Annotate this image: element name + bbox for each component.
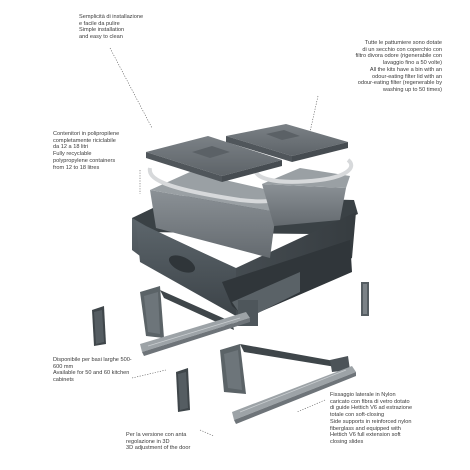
right-door-bracket [176, 368, 190, 412]
left-door-bracket [92, 306, 106, 346]
note-install: Semplicità di installazione e facile da … [79, 14, 144, 41]
leader-door [199, 429, 215, 437]
note-lids: Tutte le pattumiere sono dotate di un se… [355, 40, 442, 93]
lid-handle [266, 130, 300, 140]
note-supports: Fissaggio laterale in Nylon caricato con… [330, 392, 413, 445]
handle-slot [168, 255, 196, 273]
leader-supports [296, 399, 326, 413]
left-side-bracket [140, 286, 234, 338]
leader-bases [131, 369, 167, 379]
leader-install [109, 47, 153, 129]
left-slide-rail [140, 312, 250, 356]
note-bases: Disponibile per basi larghe 500- 600 mm … [53, 357, 132, 384]
right-upper-bracket [361, 282, 369, 316]
leader-lines [109, 47, 326, 437]
left-bin [147, 167, 296, 258]
note-door: Per la versione con anta regolazione in … [126, 432, 191, 452]
right-bin [253, 158, 354, 226]
right-lid [226, 124, 348, 162]
note-containers: Contenitori in polipropilene completamen… [53, 131, 120, 171]
lid-handle [192, 146, 230, 158]
left-lid [146, 136, 282, 182]
right-side-bracket [220, 344, 350, 394]
right-slide-rail [232, 366, 356, 424]
